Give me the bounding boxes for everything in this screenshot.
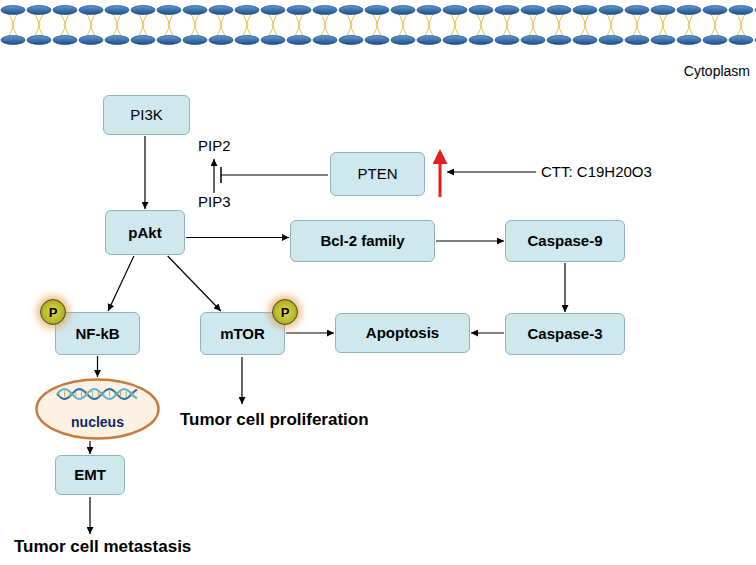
molecule-label: PIP3 (198, 193, 231, 210)
pip-arrow (213, 159, 214, 193)
nucleus-ellipse: nucleus (35, 378, 160, 440)
nucleus-outline (35, 378, 160, 440)
outcome-arrow (89, 497, 90, 534)
node-label: pAkt (128, 224, 161, 241)
inhibition-line (221, 174, 328, 175)
arrow-connector (186, 237, 289, 238)
arrow-connector (89, 441, 90, 454)
node-label: nucleus (71, 414, 124, 430)
process-box: Apoptosis (335, 313, 470, 353)
process-box: Caspase-9 (505, 220, 625, 262)
node-label: PI3K (130, 106, 163, 123)
arrow-connector (564, 263, 565, 312)
process-box: PTEN (330, 152, 425, 196)
molecule-label: PIP2 (198, 137, 231, 154)
drug-arrow (447, 171, 536, 172)
node-label: Apoptosis (366, 324, 439, 341)
process-box: pAkt (105, 210, 185, 255)
phosphate-marker: P (272, 299, 298, 325)
node-label: Caspase-9 (527, 232, 602, 249)
arrow-connector (471, 332, 504, 333)
arrow-connector (97, 356, 98, 377)
node-label: Caspase-3 (527, 325, 602, 342)
outcome-label: Tumor cell metastasis (14, 537, 191, 557)
process-box: mTOR (200, 312, 285, 355)
arrow-connector (144, 136, 145, 209)
phosphate-marker: P (40, 299, 66, 325)
node-label: Bcl-2 family (320, 232, 404, 249)
arrow-connector (286, 332, 334, 333)
node-label: mTOR (220, 325, 265, 342)
drug-label: CTT: C19H20O3 (541, 163, 652, 180)
outcome-label: Tumor cell proliferation (180, 410, 369, 430)
inhibition-bar (220, 167, 222, 183)
process-box: Caspase-3 (505, 313, 625, 355)
node-label: PTEN (357, 165, 397, 182)
region-label: Cytoplasm (684, 63, 750, 79)
arrow-connector (168, 256, 221, 311)
process-box: EMT (55, 455, 125, 495)
upregulation-arrow (439, 152, 442, 197)
process-box: PI3K (103, 95, 190, 135)
arrow-connector (436, 240, 504, 241)
outcome-arrow (241, 357, 242, 404)
arrow-connector (108, 256, 134, 311)
node-label: NF-kB (75, 325, 119, 342)
node-label: EMT (74, 466, 106, 483)
process-box: NF-kB (55, 312, 140, 355)
process-box: Bcl-2 family (290, 220, 435, 262)
